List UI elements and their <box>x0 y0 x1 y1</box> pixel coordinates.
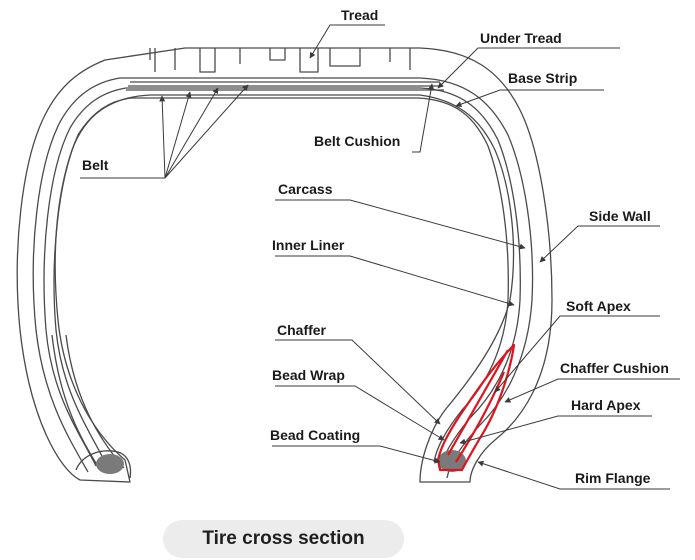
leader-belt-1 <box>159 95 166 179</box>
label-bead-coating: Bead Coating <box>270 427 360 443</box>
label-side-wall: Side Wall <box>589 208 651 224</box>
caption-pill: Tire cross section <box>163 520 404 558</box>
left-bead-core <box>96 454 124 474</box>
label-inner-liner: Inner Liner <box>272 237 345 253</box>
label-belt-cushion: Belt Cushion <box>314 133 400 149</box>
label-belt: Belt <box>82 157 109 173</box>
label-under-tread: Under Tread <box>480 30 562 46</box>
leader-under-tread <box>437 47 620 89</box>
leader-lines <box>80 24 680 490</box>
leader-belt-2 <box>164 91 192 179</box>
leader-bead-wrap <box>275 385 445 441</box>
leader-tread <box>309 24 385 59</box>
label-hard-apex: Hard Apex <box>571 397 641 413</box>
label-carcass: Carcass <box>278 181 333 197</box>
leader-chaffer <box>275 339 441 425</box>
apex-highlight <box>436 343 516 472</box>
leader-hard-apex <box>459 415 652 445</box>
label-soft-apex: Soft Apex <box>566 298 631 314</box>
part-labels: Tread Under Tread Base Strip Belt Cushio… <box>82 7 669 486</box>
label-tread: Tread <box>341 7 378 23</box>
leader-inner-liner <box>275 255 515 307</box>
label-chaffer: Chaffer <box>277 322 327 338</box>
leader-belt-cushion <box>412 83 435 153</box>
label-base-strip: Base Strip <box>508 70 577 86</box>
leader-side-wall <box>539 225 660 263</box>
leader-belt-3 <box>164 87 219 179</box>
label-bead-wrap: Bead Wrap <box>272 367 345 383</box>
caption-text: Tire cross section <box>202 528 365 549</box>
leader-belt-4 <box>164 84 249 179</box>
tire-outline <box>16 47 553 483</box>
leader-rim-flange <box>477 460 670 490</box>
leader-base-strip <box>455 89 604 107</box>
leader-bead-coating <box>272 445 441 464</box>
leader-soft-apex <box>494 315 660 393</box>
leader-chaffer-cushion <box>504 378 680 403</box>
label-rim-flange: Rim Flange <box>575 470 651 486</box>
leader-carcass <box>275 199 526 250</box>
label-chaffer-cushion: Chaffer Cushion <box>560 360 669 376</box>
